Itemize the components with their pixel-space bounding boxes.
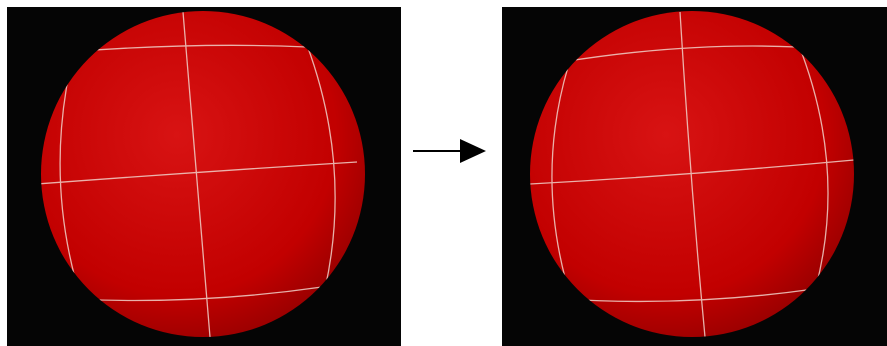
sphere-image-after <box>502 7 887 346</box>
sphere-panel-after <box>502 7 887 346</box>
sphere-panel-before <box>7 7 401 346</box>
sphere-image-before <box>7 7 401 346</box>
arrow-right-icon <box>410 136 490 166</box>
